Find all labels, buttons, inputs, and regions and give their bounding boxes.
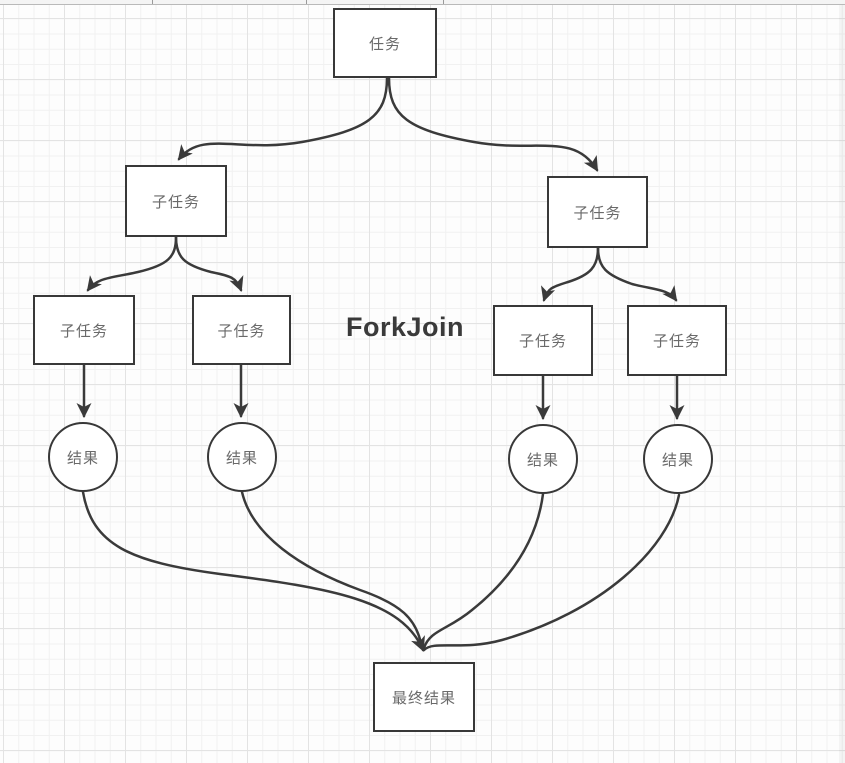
ruler-tick — [306, 0, 307, 4]
node-subtask-right[interactable]: 子任务 — [547, 176, 648, 248]
forkjoin-title: ForkJoin — [345, 311, 464, 342]
edge-subtask-right-to-child-1[interactable] — [540, 246, 600, 302]
node-final-result-label: 最终结果 — [391, 689, 456, 707]
node-subtask-left-label: 子任务 — [151, 193, 200, 211]
edge-subtask-right-to-child-2[interactable] — [596, 246, 678, 302]
edge-subtask-left-to-child-1[interactable] — [86, 235, 178, 292]
node-subtask-left-child-1[interactable]: 子任务 — [33, 295, 135, 365]
node-result-2-label: 结果 — [225, 449, 258, 467]
edge-result-3-to-final[interactable] — [422, 492, 545, 650]
node-subtask-left-child-2-label: 子任务 — [217, 322, 266, 340]
edge-result-2-to-final[interactable] — [240, 490, 424, 650]
node-subtask-left[interactable]: 子任务 — [125, 165, 227, 237]
node-result-2[interactable]: 结果 — [207, 422, 277, 492]
node-result-3-label: 结果 — [526, 451, 559, 469]
node-subtask-right-child-2-label: 子任务 — [652, 333, 701, 350]
right-edge-strip — [839, 5, 845, 763]
node-subtask-right-child-1[interactable]: 子任务 — [493, 305, 593, 376]
node-result-4-label: 结果 — [661, 451, 694, 469]
node-subtask-left-child-2[interactable]: 子任务 — [192, 295, 291, 365]
edge-subtask-left-to-child-2[interactable] — [174, 235, 244, 292]
node-subtask-right-child-2[interactable]: 子任务 — [627, 305, 727, 376]
edge-result-1-to-final[interactable] — [81, 490, 425, 652]
node-result-1-label: 结果 — [66, 449, 99, 467]
node-final-result[interactable]: 最终结果 — [373, 662, 475, 732]
edge-result-4-to-final[interactable] — [422, 493, 681, 652]
node-result-1[interactable]: 结果 — [48, 422, 118, 492]
node-result-3[interactable]: 结果 — [508, 424, 578, 494]
node-task[interactable]: 任务 — [333, 8, 437, 78]
node-subtask-right-label: 子任务 — [573, 204, 622, 222]
edge-task-to-subtask-left[interactable] — [177, 76, 389, 161]
ruler-tick — [443, 0, 444, 4]
node-task-label: 任务 — [368, 35, 401, 53]
ruler-tick — [152, 0, 153, 4]
node-subtask-left-child-1-label: 子任务 — [59, 322, 108, 340]
node-subtask-right-child-1-label: 子任务 — [518, 333, 567, 350]
node-result-4[interactable]: 结果 — [643, 424, 713, 494]
top-ruler-strip — [0, 0, 845, 5]
edge-task-to-subtask-right[interactable] — [387, 76, 599, 172]
